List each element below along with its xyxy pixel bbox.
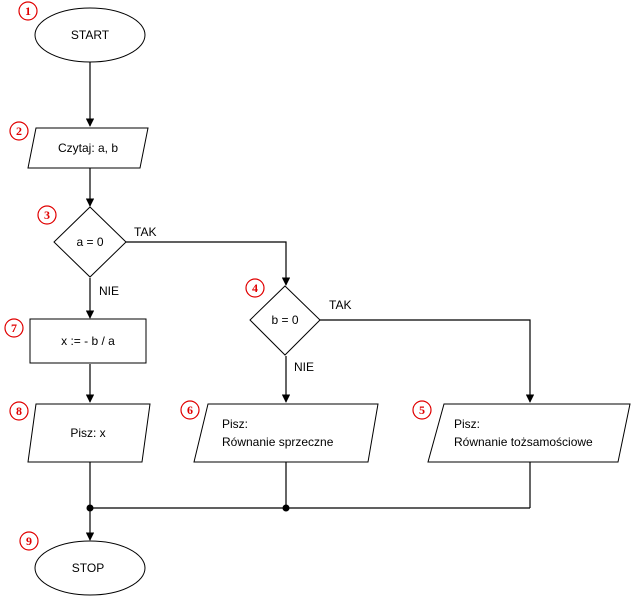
step-marker-number: 3 [44,208,50,222]
cond-b-decision [249,285,321,356]
identity-line2: Równanie tożsamościowe [454,435,593,449]
step-marker-number: 7 [11,321,17,335]
step-marker-9: 9 [19,531,39,551]
junction-dot [282,504,290,512]
contradiction-io-box [193,403,379,463]
read-io-box [27,127,149,169]
step-marker-circle [9,401,29,421]
read-node: Czytaj: a, b [27,127,149,169]
connectors [85,62,535,541]
step-marker-5: 5 [412,400,432,420]
stop-node: STOP [34,540,146,596]
step-marker-number: 8 [16,404,22,418]
identity-node: Pisz: Równanie tożsamościowe [427,403,631,463]
read-label: Czytaj: a, b [58,141,118,155]
step-marker-6: 6 [180,400,200,420]
step-markers: 1 2 3 4 5 6 7 8 [4,1,432,551]
step-marker-circle [4,318,24,338]
start-node: START [34,7,146,63]
step-marker-number: 1 [25,4,31,18]
edge-cond-b-yes [320,319,535,403]
stop-label: STOP [72,561,104,575]
step-marker-4: 4 [245,278,265,298]
step-marker-number: 5 [419,403,425,417]
edge-label-a-yes: TAK [134,225,156,239]
step-marker-circle [9,121,29,141]
step-marker-circle [37,205,57,225]
step-marker-number: 4 [252,281,258,295]
step-marker-number: 2 [16,124,22,138]
step-marker-2: 2 [9,121,29,141]
compute-label: x := - b / a [61,334,115,348]
start-label: START [71,28,110,42]
identity-line1: Pisz: [454,417,480,431]
step-marker-8: 8 [9,401,29,421]
compute-process-box [29,318,147,364]
step-marker-3: 3 [37,205,57,225]
contradiction-node: Pisz: Równanie sprzeczne [193,403,379,463]
cond-b-label: b = 0 [271,313,298,327]
cond-a-label: a = 0 [76,235,103,249]
step-marker-circle [180,400,200,420]
identity-io-box [427,403,631,463]
step-marker-7: 7 [4,318,24,338]
write-x-node: Pisz: x [27,403,151,463]
cond-a-decision [53,206,127,278]
edge-label-b-no: NIE [294,360,314,374]
start-terminator [34,7,146,63]
compute-node: x := - b / a [29,318,147,364]
junction-dot [86,504,94,512]
step-marker-1: 1 [18,1,38,21]
step-marker-circle [245,278,265,298]
edge-cond-a-yes [126,241,291,286]
step-marker-circle [412,400,432,420]
step-marker-number: 6 [187,403,193,417]
write-x-io-box [27,403,151,463]
cond-b-node: b = 0 [249,285,321,356]
cond-a-node: a = 0 [53,206,127,278]
step-marker-circle [18,1,38,21]
contradiction-line2: Równanie sprzeczne [222,435,334,449]
step-marker-circle [19,531,39,551]
write-x-label: Pisz: x [70,426,105,440]
edge-label-a-no: NIE [99,284,119,298]
contradiction-line1: Pisz: [222,417,248,431]
step-marker-number: 9 [26,534,32,548]
edge-label-b-yes: TAK [329,298,351,312]
stop-terminator [34,540,146,596]
